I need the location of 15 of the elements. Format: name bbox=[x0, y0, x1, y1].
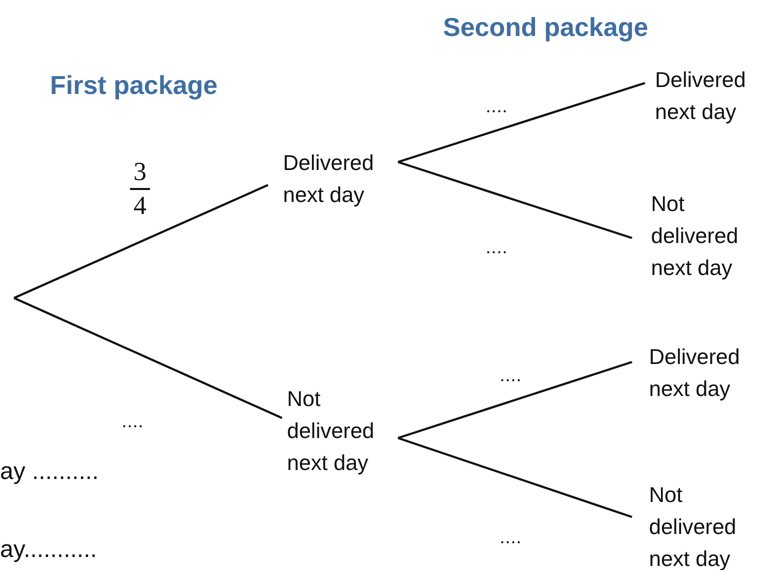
outcome-text: Delivered next day bbox=[283, 151, 374, 207]
branch-line bbox=[14, 184, 268, 299]
column-heading: First package bbox=[50, 70, 218, 101]
outcome-text: Not delivered next day bbox=[287, 387, 374, 475]
branch-line bbox=[398, 82, 646, 164]
branch-line bbox=[398, 160, 632, 240]
answer-line: ay........... bbox=[0, 536, 97, 564]
outcome-text: Delivered next day bbox=[649, 345, 740, 401]
outcome-text: Delivered next day bbox=[655, 68, 746, 124]
answer-line: ay .......... bbox=[0, 458, 99, 486]
branch-line bbox=[398, 436, 632, 518]
column-heading: Second package bbox=[443, 12, 648, 43]
outcome-text: Not delivered next day bbox=[651, 192, 738, 280]
branch-line bbox=[14, 297, 282, 419]
branch-line bbox=[398, 360, 632, 440]
